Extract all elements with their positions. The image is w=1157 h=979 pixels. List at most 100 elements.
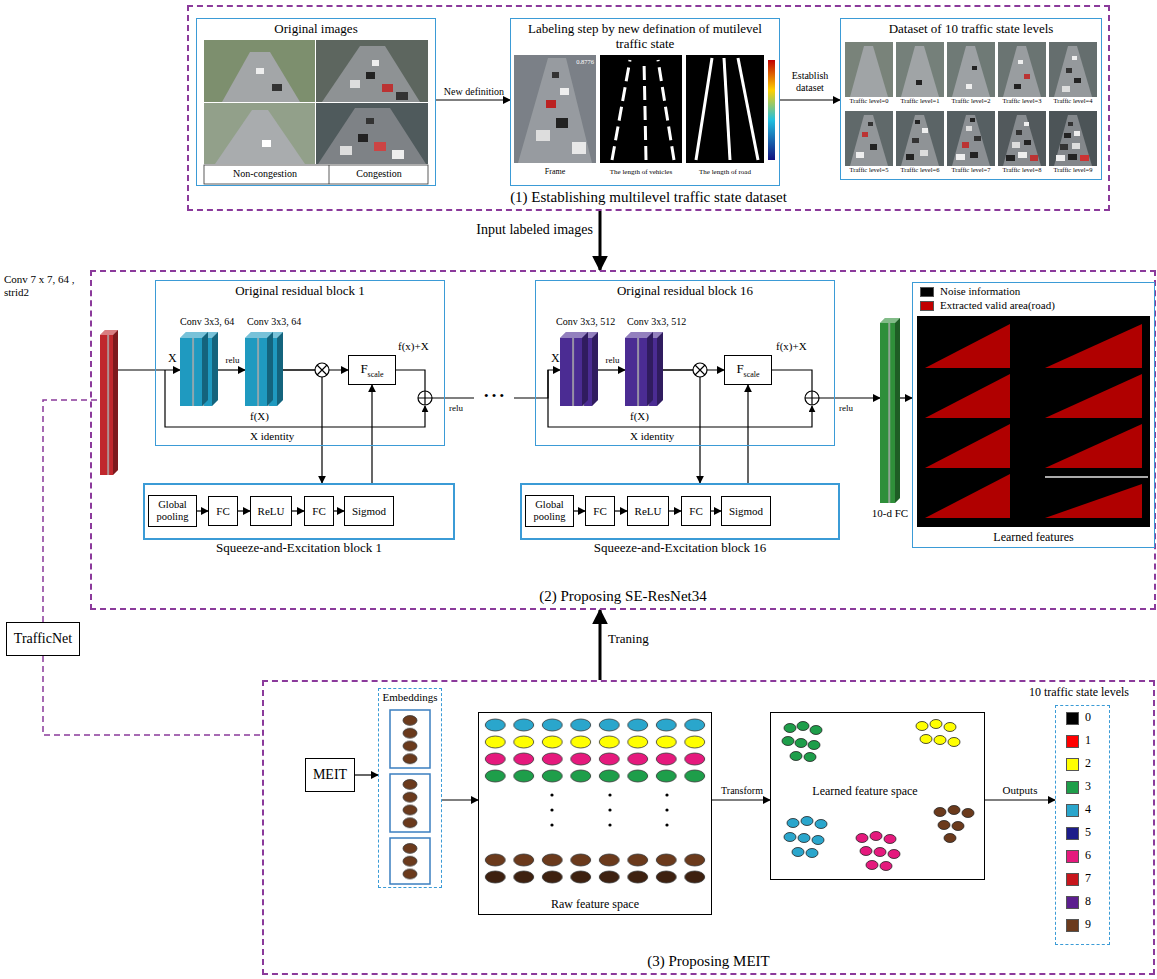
node-label: (3) Proposing MEIT — [266, 953, 1151, 970]
edge-label: Traning — [608, 632, 668, 647]
annotation-label: X identity — [250, 430, 310, 443]
se-layer: FC — [304, 496, 334, 526]
connector — [574, 510, 585, 511]
annotation-label: Traffic level=7 — [947, 166, 995, 173]
legend-swatch — [920, 301, 934, 311]
connector — [663, 370, 700, 483]
annotation-label: Congestion — [332, 168, 426, 180]
annotation-label: Traffic level=9 — [1049, 166, 1097, 173]
connector — [218, 369, 245, 370]
legend-text: Noise information — [940, 285, 1020, 298]
se-layer: FC — [585, 496, 615, 526]
conv-shape — [180, 332, 218, 406]
layer-bar: Conv 7 x 7, 64 , strid2 — [100, 330, 118, 475]
connector — [599, 610, 602, 680]
se-layer: ReLU — [250, 496, 292, 526]
node-label: FC — [684, 505, 708, 518]
connector — [238, 510, 250, 511]
se-layer: Global pooling — [148, 495, 197, 527]
legend-text: 6 — [1085, 849, 1091, 863]
node-label: Conv 3x3, 512 — [627, 316, 695, 328]
node-label: Original residual block 16 — [538, 284, 832, 299]
legend-swatch — [1066, 919, 1079, 932]
conv-layer: Conv 3x3, 64 — [180, 332, 218, 406]
node-label: TrafficNet — [9, 631, 77, 647]
node-label: Learned feature space — [795, 785, 935, 799]
node-label: Raw feature space — [481, 898, 709, 912]
legend-swatch — [1066, 758, 1079, 771]
connector — [442, 799, 478, 800]
annotation-label: f(x)+X — [776, 340, 822, 353]
annotation-label: The length of vehicles — [598, 168, 684, 176]
se-layer: Sigmod — [721, 496, 771, 526]
connector — [371, 385, 372, 483]
annotation-label: The length of road — [684, 168, 766, 176]
connector — [118, 369, 180, 370]
connector — [900, 397, 912, 398]
legend-swatch — [1066, 896, 1079, 909]
edge-label: Transform — [714, 785, 770, 797]
node-label: ReLU — [253, 505, 289, 518]
layer-bar: 10-d FC — [880, 318, 900, 503]
node-label: ReLU — [630, 505, 666, 518]
legend-swatch — [1066, 873, 1079, 886]
se-layer: ReLU — [627, 496, 669, 526]
scale-text: F — [360, 361, 367, 376]
se-block: Squeeze-and-Excitation block 1Global poo… — [143, 483, 455, 540]
legend-text: 9 — [1085, 918, 1091, 932]
node-label: MEIT — [308, 767, 352, 783]
node-label: Global pooling — [528, 499, 571, 523]
annotation-label: X identity — [630, 430, 690, 443]
dashed-panel: (1) Establishing multilevel traffic stat… — [187, 5, 1110, 211]
connector — [43, 656, 262, 735]
legend-swatch — [1066, 804, 1079, 817]
node-label: FC — [588, 505, 612, 518]
annotation-label: Traffic level=6 — [896, 166, 944, 173]
conv-layer: Conv 3x3, 512 — [625, 332, 663, 406]
annotation-label: X — [168, 352, 180, 366]
node-label: Sigmod — [347, 505, 391, 518]
annotation-label: Traffic level=3 — [998, 97, 1046, 104]
process-box: MEIT — [305, 758, 355, 792]
annotation-label: • • • — [474, 389, 514, 402]
node-label: Conv 3x3, 512 — [556, 316, 624, 328]
feature-box: Learned featuresNoise informationExtract… — [912, 282, 1155, 548]
node-label: Dataset of 10 traffic state levels — [843, 22, 1099, 37]
connector — [283, 370, 322, 483]
node-label: Conv 7 x 7, 64 , strid2 — [4, 273, 96, 298]
connector — [292, 510, 304, 511]
connector — [780, 99, 840, 100]
annotation-label: X — [551, 352, 563, 366]
annotation-label: Traffic level=8 — [998, 166, 1046, 173]
node-label: Sigmod — [724, 505, 768, 518]
layer-shape — [100, 330, 118, 475]
legend-text: 7 — [1085, 872, 1091, 886]
node-label: (2) Proposing SE-ResNet34 — [94, 588, 1152, 605]
legend-text: 3 — [1085, 780, 1091, 794]
process-box: Learned feature space — [770, 712, 985, 880]
se-layer: Global pooling — [525, 495, 574, 527]
annotation-label: Traffic level=0 — [845, 97, 893, 104]
node-label: Embeddings — [381, 691, 439, 704]
annotation-label: f(x)+X — [398, 340, 440, 353]
annotation-label: Non-congestion — [206, 168, 324, 180]
legend-swatch — [1066, 781, 1079, 794]
dashed-box: Embeddings — [378, 688, 442, 888]
dashed-panel: (3) Proposing MEIT MEIT EmbeddingsRaw feat… — [262, 680, 1155, 975]
connector — [334, 510, 344, 511]
connector — [598, 369, 625, 370]
annotation-label: Frame — [514, 167, 596, 176]
conv-shape — [560, 332, 598, 406]
edge-label: Establish dataset — [782, 70, 838, 93]
se-block: Squeeze-and-Excitation block 16Global po… — [520, 483, 840, 540]
connector — [747, 385, 748, 483]
annotation-label: f(X) — [630, 410, 660, 423]
layer-shape — [880, 318, 900, 503]
legend-text: Extracted valid area(road) — [940, 299, 1055, 312]
scale-label: Fscale — [349, 360, 395, 379]
node-label: Conv 3x3, 64 — [180, 316, 244, 328]
image-box: Original images — [196, 18, 436, 186]
